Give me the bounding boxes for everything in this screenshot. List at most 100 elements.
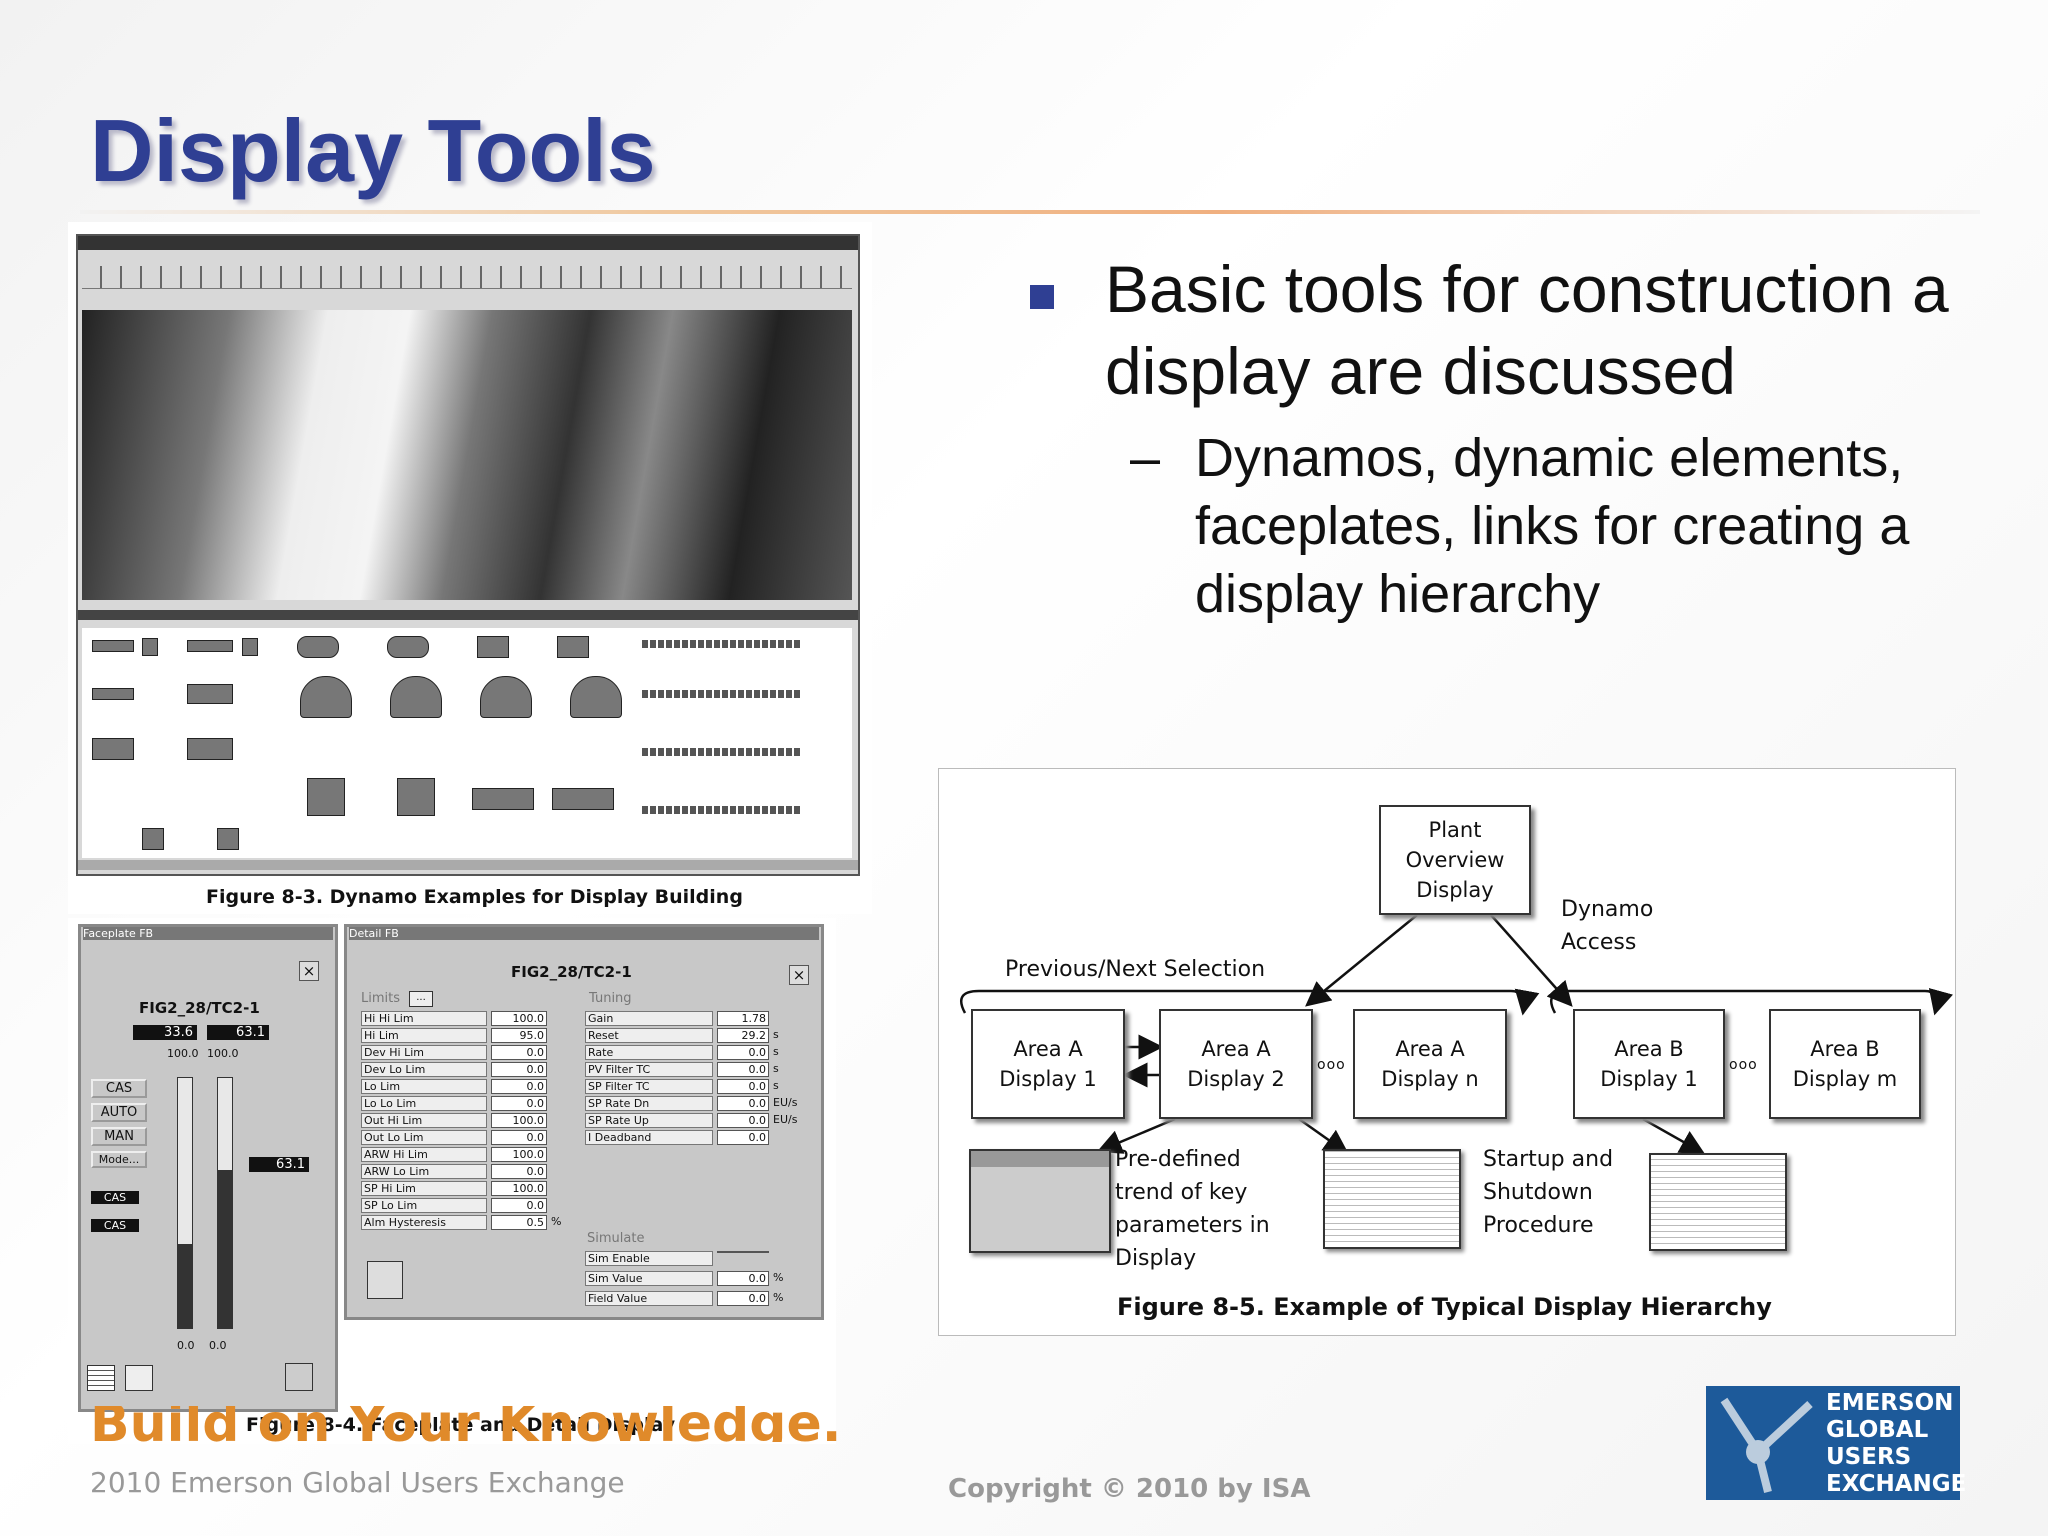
mode-button-auto[interactable]: AUTO xyxy=(91,1103,147,1122)
startup-label: Startup and Shutdown Procedure xyxy=(1483,1147,1614,1238)
param-name: ARW Lo Lim xyxy=(361,1164,487,1179)
trend-label: Pre-defined trend of key parameters in D… xyxy=(1115,1147,1270,1271)
faceplate-window: Faceplate FB × FIG2_28/TC2-1 33.6 63.1 1… xyxy=(78,924,338,1412)
figure-caption: Figure 8-5. Example of Typical Display H… xyxy=(1117,1293,1772,1321)
dash-icon: – xyxy=(1130,428,1161,488)
library-titlebar xyxy=(78,610,858,620)
mode-button-man[interactable]: MAN xyxy=(91,1127,147,1146)
param-value[interactable]: 0.0 xyxy=(491,1096,547,1111)
dynamo-symbol xyxy=(187,684,233,704)
param-name: Reset xyxy=(585,1028,713,1043)
param-name: Gain xyxy=(585,1011,713,1026)
param-value[interactable]: 0.0 xyxy=(717,1096,769,1111)
param-value[interactable]: 100.0 xyxy=(491,1011,547,1026)
faceplate-tag: FIG2_28/TC2-1 xyxy=(139,999,260,1017)
param-name: SP Lo Lim xyxy=(361,1198,487,1213)
param-name: Dev Hi Lim xyxy=(361,1045,487,1060)
param-value[interactable]: 1.78 xyxy=(717,1011,769,1026)
param-value[interactable]: 0.0 xyxy=(717,1062,769,1077)
ellipsis: ooo xyxy=(1729,1057,1758,1073)
dynamo-symbol xyxy=(187,738,233,760)
param-name: SP Hi Lim xyxy=(361,1181,487,1196)
ellipsis: ooo xyxy=(1317,1057,1346,1073)
param-value[interactable]: 0.0 xyxy=(491,1045,547,1060)
pv-value: 33.6 xyxy=(133,1025,197,1040)
param-value[interactable]: 0.0 xyxy=(717,1130,769,1145)
param-value[interactable]: 0.0 xyxy=(717,1079,769,1094)
param-name: Out Hi Lim xyxy=(361,1113,487,1128)
dynamo-symbol xyxy=(92,688,134,700)
mode-button-cas[interactable]: CAS xyxy=(91,1079,147,1098)
param-value[interactable]: 0.0 xyxy=(717,1045,769,1060)
param-value[interactable]: 100.0 xyxy=(491,1147,547,1162)
window-titlebar xyxy=(78,236,858,250)
detail-row: SP Filter TC 0.0 s xyxy=(585,1079,815,1094)
param-value[interactable]: 95.0 xyxy=(491,1028,547,1043)
param-name: Rate xyxy=(585,1045,713,1060)
bullet-text: Basic tools for construction a display a… xyxy=(1105,252,1949,408)
param-value[interactable]: 0.0 xyxy=(491,1062,547,1077)
detail-row: Out Hi Lim 100.0 xyxy=(361,1113,551,1128)
param-value[interactable]: 0.0 xyxy=(717,1113,769,1128)
logo-text: EMERSON GLOBAL USERS EXCHANGE xyxy=(1826,1390,1966,1498)
scale-top: 100.0 xyxy=(167,1047,199,1060)
mode-target: CAS xyxy=(91,1219,139,1232)
more-button[interactable]: ... xyxy=(409,991,433,1007)
param-value[interactable] xyxy=(717,1251,769,1253)
dynamo-symbol xyxy=(187,640,233,652)
valve-symbol xyxy=(307,778,345,816)
help-icon[interactable] xyxy=(285,1363,313,1391)
operator-icon[interactable] xyxy=(367,1261,403,1299)
area-b-display-m: Area B Display m xyxy=(1769,1009,1921,1119)
param-value[interactable]: 0.0 xyxy=(491,1130,547,1145)
param-name: SP Filter TC xyxy=(585,1079,713,1094)
dynamo-symbol xyxy=(142,638,158,656)
param-value[interactable]: 0.0 xyxy=(491,1079,547,1094)
logo-line: EMERSON xyxy=(1826,1390,1954,1416)
param-unit: s xyxy=(773,1062,779,1075)
param-value[interactable]: 0.0 xyxy=(717,1271,769,1286)
dynamo-symbol xyxy=(92,640,134,652)
window-toolbar xyxy=(82,266,852,289)
param-value[interactable]: 0.0 xyxy=(491,1198,547,1213)
valve-symbol xyxy=(552,788,614,810)
out-value[interactable]: 63.1 xyxy=(249,1157,309,1172)
param-value[interactable]: 29.2 xyxy=(717,1028,769,1043)
detail-header: Detail FB xyxy=(349,927,819,940)
detail-row: Dev Hi Lim 0.0 xyxy=(361,1045,551,1060)
param-unit: % xyxy=(773,1291,784,1304)
procedure-thumbnail xyxy=(1649,1153,1787,1251)
dynamo-symbol xyxy=(217,828,239,850)
limits-label: Limits xyxy=(361,991,400,1006)
mode-button-more[interactable]: Mode... xyxy=(91,1151,147,1168)
detail-row: Sim Enable xyxy=(585,1251,815,1269)
param-value[interactable]: 0.0 xyxy=(717,1291,769,1306)
trend-icon[interactable] xyxy=(125,1365,153,1391)
sub-bullet-item: – Dynamos, dynamic elements, faceplates,… xyxy=(1030,424,2010,628)
sp-bar-fill xyxy=(218,1170,232,1328)
molecule-icon xyxy=(1720,1397,1813,1493)
scale-bottom-2: 0.0 xyxy=(209,1339,227,1352)
detail-window: Detail FB FIG2_28/TC2-1 × Limits ... Tun… xyxy=(344,924,824,1320)
window-statusbar xyxy=(78,860,858,870)
pump-symbol xyxy=(387,636,429,658)
param-name: Alm Hysteresis xyxy=(361,1215,487,1230)
param-value[interactable]: 100.0 xyxy=(491,1181,547,1196)
param-value[interactable]: 100.0 xyxy=(491,1113,547,1128)
param-unit: s xyxy=(773,1079,779,1092)
scale-top-2: 100.0 xyxy=(207,1047,239,1060)
figure-caption: Figure 8-4. Faceplate and Detail Display xyxy=(246,1414,676,1436)
close-icon[interactable]: × xyxy=(789,965,809,985)
area-a-display-n: Area A Display n xyxy=(1353,1009,1507,1119)
param-value[interactable]: 0.0 xyxy=(491,1164,547,1179)
plant-photo xyxy=(82,310,852,600)
dynamo-symbol xyxy=(92,738,134,760)
sub-bullet-text: Dynamos, dynamic elements, faceplates, l… xyxy=(1195,428,1910,624)
param-value[interactable]: 0.5 xyxy=(491,1215,547,1230)
param-unit: s xyxy=(773,1028,779,1041)
detail-icon[interactable] xyxy=(87,1365,115,1391)
close-icon[interactable]: × xyxy=(299,961,319,981)
pump-symbol xyxy=(570,676,622,718)
